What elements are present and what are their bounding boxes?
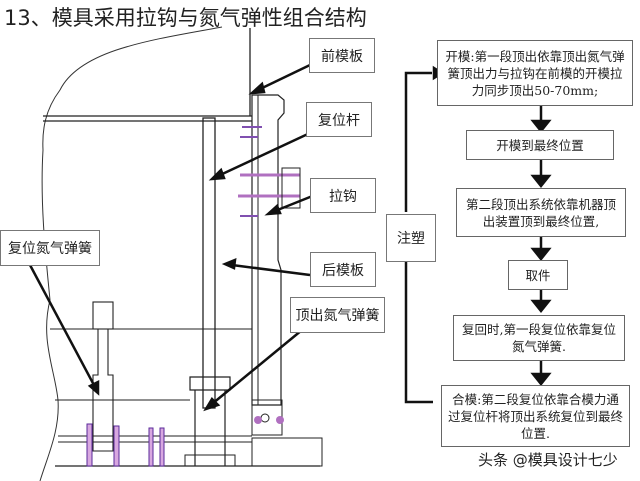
flow-connectors: [404, 65, 552, 404]
flow-step-6: 合模:第二段复位依靠合模力通过复位杆将顶出系统复位到最终位置.: [441, 385, 630, 447]
label-reset-gas-spring: 复位氮气弹簧: [0, 230, 100, 266]
reset-rod: [202, 117, 216, 409]
reset-gas-spring-body: [92, 329, 114, 452]
screw-head: [254, 416, 262, 424]
hook-plate: [251, 94, 285, 406]
hook-screws: [238, 126, 301, 217]
reset-gas-spring-cap: [92, 301, 114, 330]
flow-step-1: 开模:第一段顶出依靠顶出氮气弹簧顶出力与拉钩在前模的开模拉力同步顶出50-70m…: [437, 40, 633, 106]
label-ejector-gas-spring: 顶出氮气弹簧: [290, 297, 385, 333]
watermark: 头条 @模具设计七少: [478, 451, 618, 469]
label-rear-plate: 后模板: [310, 252, 376, 287]
flow-step-4: 取件: [508, 260, 568, 290]
label-arrows: [28, 63, 316, 412]
flow-step-3: 第二段顶出系统依靠机器顶出装置顶到最终位置,: [456, 188, 626, 237]
flow-step-5: 复回时,第一段复位依靠复位氮气弹簧.: [453, 315, 625, 361]
page-title: 13、模具采用拉钩与氮气弹性组合结构: [4, 6, 367, 30]
ejector-screws: [86, 423, 165, 467]
label-reset-rod: 复位杆: [306, 102, 372, 137]
flow-step-2: 开模到最终位置: [466, 130, 614, 160]
flow-start-injection: 注塑: [386, 214, 436, 262]
ejector-gas-spring: [189, 376, 231, 466]
screw-head: [276, 416, 284, 424]
label-puller-hook: 拉钩: [310, 178, 376, 213]
label-front-plate: 前模板: [309, 38, 375, 73]
